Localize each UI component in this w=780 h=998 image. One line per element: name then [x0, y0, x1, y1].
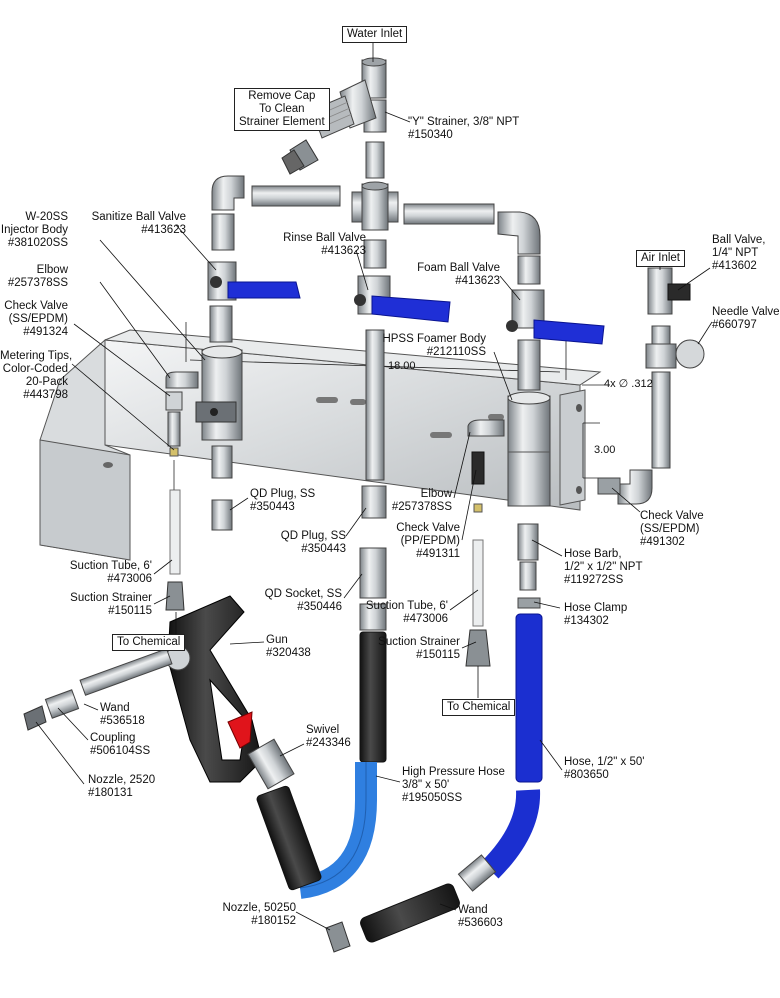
- nozzle-2520-label: Nozzle, 2520 #180131: [88, 774, 156, 799]
- to-chemical-mid-label: To Chemical: [442, 699, 516, 716]
- elbow-top-left: [211, 175, 245, 211]
- air-inlet-assembly: [597, 267, 705, 505]
- water-inlet-label: Water Inlet: [342, 26, 408, 43]
- coupling-label: Coupling #506104SS: [90, 732, 151, 757]
- suction-tube-mid-label: Suction Tube, 6' #473006: [365, 600, 448, 625]
- to-chemical-left-label: To Chemical: [112, 634, 186, 651]
- mid-elbow-check: [465, 419, 505, 667]
- elbow-top-right: [497, 211, 541, 255]
- rinse-valve-label: Rinse Ball Valve #413623: [283, 232, 366, 257]
- hp-hose-label: High Pressure Hose 3/8" x 50' #195050SS: [402, 766, 505, 804]
- swivel-label: Swivel #243346: [306, 724, 351, 749]
- wand-536603: [360, 883, 460, 943]
- nozzle-50250: [325, 921, 351, 953]
- dimension-18: 18.00: [388, 360, 416, 372]
- cross-tee: [351, 181, 399, 231]
- nipple-pipe: [365, 141, 385, 179]
- left-elbow-check: [165, 371, 199, 611]
- metering-tips-label: Metering Tips, Color-Coded 20-Pack #4437…: [0, 350, 73, 401]
- check-valve-right-label: Check Valve (SS/EPDM) #491302: [640, 510, 704, 548]
- elbow-left-label: Elbow #257378SS: [7, 264, 68, 289]
- foam-valve-label: Foam Ball Valve #413623: [417, 262, 500, 287]
- w20ss-label: W-20SS Injector Body #381020SS: [0, 211, 68, 249]
- check-valve-left-label: Check Valve (SS/EPDM) #491324: [4, 300, 68, 338]
- dimension-holes: 4x ∅ .312: [604, 378, 653, 390]
- hose-clamp-label: Hose Clamp #134302: [564, 602, 628, 627]
- sanitize-column: [195, 213, 301, 531]
- sanitize-valve-label: Sanitize Ball Valve #413623: [91, 211, 186, 236]
- remove-cap-label: Remove Cap To Clean Strainer Element: [234, 88, 330, 131]
- rinse-column: [298, 239, 451, 899]
- qd-socket-label: QD Socket, SS #350446: [264, 588, 342, 613]
- suction-tube-left-label: Suction Tube, 6' #473006: [69, 560, 152, 585]
- needle-valve-label: Needle Valve #660797: [712, 306, 780, 331]
- gun-wand-left: [23, 648, 173, 731]
- qd-plug-1-label: QD Plug, SS #350443: [250, 488, 316, 513]
- y-strainer-label: "Y" Strainer, 3/8" NPT #150340: [408, 116, 520, 141]
- foam-column: [457, 255, 605, 892]
- swivel-hose: [247, 738, 322, 891]
- hose-half-label: Hose, 1/2" x 50' #803650: [564, 756, 645, 781]
- dimension-3: 3.00: [594, 444, 616, 456]
- air-inlet-label: Air Inlet: [636, 250, 685, 267]
- hpss-body-label: HPSS Foamer Body #212110SS: [382, 333, 486, 358]
- check-valve-mid-label: Check Valve (PP/EPDM) #491311: [396, 522, 460, 560]
- elbow-mid-label: Elbow #257378SS: [391, 488, 452, 513]
- wand-left-label: Wand #536518: [100, 702, 145, 727]
- right-horizontal-pipe: [403, 203, 495, 225]
- spray-gun: [165, 595, 263, 783]
- suction-strainer-left-label: Suction Strainer #150115: [70, 592, 152, 617]
- gun-label: Gun #320438: [266, 634, 311, 659]
- left-horizontal-pipe: [251, 185, 341, 207]
- hose-barb-label: Hose Barb, 1/2" x 1/2" NPT #119272SS: [564, 548, 643, 586]
- leader-lines: [35, 40, 713, 931]
- wand-right-label: Wand #536603: [458, 904, 503, 929]
- suction-strainer-mid-label: Suction Strainer #150115: [378, 636, 460, 661]
- qd-plug-2-label: QD Plug, SS #350443: [280, 530, 346, 555]
- ball-valve-air-label: Ball Valve, 1/4" NPT #413602: [712, 234, 766, 272]
- nozzle-50250-label: Nozzle, 50250 #180152: [222, 902, 296, 927]
